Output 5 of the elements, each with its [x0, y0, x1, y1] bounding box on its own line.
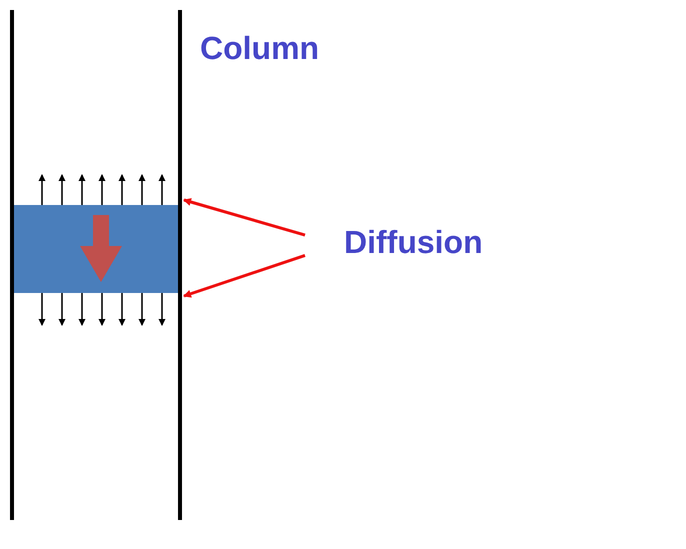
sample-band	[14, 205, 178, 293]
part-label: Column	[200, 30, 320, 67]
leader-arrow	[183, 254, 306, 298]
leader-arrow	[183, 198, 306, 237]
callout-label: Diffusion	[344, 224, 483, 261]
